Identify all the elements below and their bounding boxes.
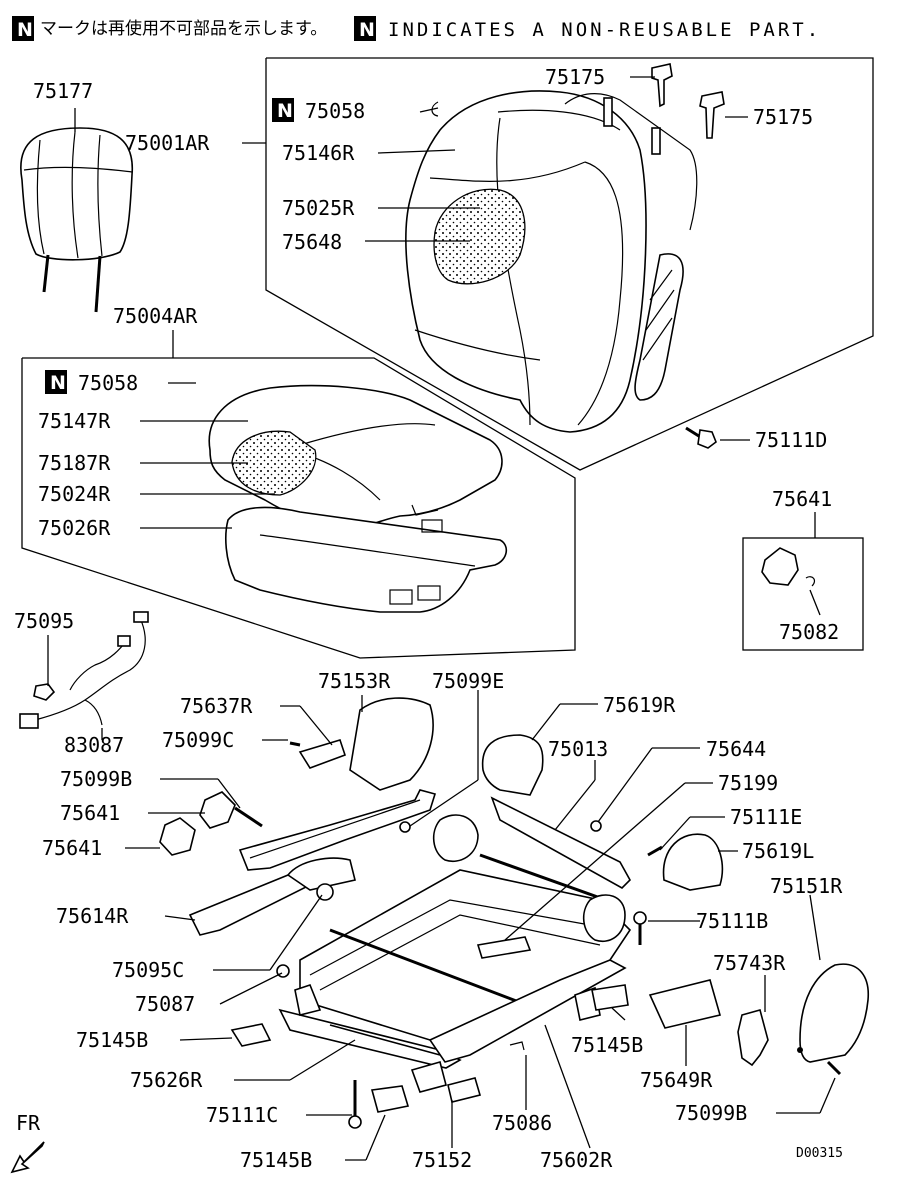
callout-75649r: 75649R bbox=[640, 1068, 713, 1092]
front-arrow-icon bbox=[10, 1141, 45, 1174]
callout-75024r: 75024R bbox=[38, 482, 111, 506]
callout-75641-c: 75641 bbox=[42, 836, 102, 860]
callout-75058-back: 75058 bbox=[305, 99, 365, 123]
callout-75099b-b: 75099B bbox=[675, 1101, 747, 1125]
callout-75099b: 75099B bbox=[60, 767, 132, 791]
callout-75175-a: 75175 bbox=[545, 65, 605, 89]
callout-75111b: 75111B bbox=[696, 909, 768, 933]
callout-75153r: 75153R bbox=[318, 669, 391, 693]
callout-75099e: 75099E bbox=[432, 669, 504, 693]
callout-75626r: 75626R bbox=[130, 1068, 203, 1092]
seatback-drawing bbox=[405, 90, 698, 433]
callout-75026r: 75026R bbox=[38, 516, 111, 540]
callout-75111d: 75111D bbox=[755, 428, 827, 452]
diagram-id: D00315 bbox=[796, 1146, 843, 1161]
callout-75147r: 75147R bbox=[38, 409, 111, 433]
callout-75187r: 75187R bbox=[38, 451, 111, 475]
callout-75619l: 75619L bbox=[742, 839, 814, 863]
wire-harness-drawing bbox=[19, 611, 149, 729]
n-symbol-icon-2 bbox=[354, 16, 376, 41]
bolt-75111d-drawing bbox=[685, 426, 717, 449]
n-symbol-icon bbox=[12, 16, 34, 41]
callout-75641-kit: 75641 bbox=[772, 487, 832, 511]
callout-75099c: 75099C bbox=[162, 728, 234, 752]
leader-lines bbox=[47, 76, 836, 1161]
cover-parts-drawing bbox=[481, 734, 724, 891]
callout-75619r: 75619R bbox=[603, 693, 676, 717]
callout-75086: 75086 bbox=[492, 1111, 552, 1135]
n-symbol-icon-4 bbox=[45, 370, 67, 394]
clip-kit-drawing bbox=[761, 547, 816, 587]
seatback-group-box bbox=[265, 57, 874, 471]
callout-75004ar: 75004AR bbox=[113, 304, 198, 328]
callout-75641-b: 75641 bbox=[60, 801, 120, 825]
callout-75199: 75199 bbox=[718, 771, 778, 795]
callout-83087: 83087 bbox=[64, 733, 124, 757]
pads-drawing bbox=[230, 984, 629, 1113]
callout-75145b-c: 75145B bbox=[240, 1148, 312, 1172]
side-shield-drawing bbox=[797, 963, 870, 1063]
headrest-drawing bbox=[20, 108, 134, 313]
callout-75648: 75648 bbox=[282, 230, 342, 254]
cushion-drawing bbox=[208, 384, 508, 613]
notice-english: INDICATES A NON-REUSABLE PART. bbox=[388, 19, 821, 41]
callout-75058-cushion: 75058 bbox=[78, 371, 138, 395]
callout-75095c: 75095C bbox=[112, 958, 184, 982]
callout-75111e: 75111E bbox=[730, 805, 802, 829]
callout-75082: 75082 bbox=[779, 620, 839, 644]
legend-header: N マークは再使用不可部品を示します。 N INDICATES A NON-RE… bbox=[12, 16, 821, 41]
callout-75644: 75644 bbox=[706, 737, 766, 761]
callout-75637r: 75637R bbox=[180, 694, 253, 718]
notice-japanese: マークは再使用不可部品を示します。 bbox=[40, 18, 327, 39]
n-symbol-letter-4: N bbox=[50, 372, 66, 394]
n-symbol-icon-3 bbox=[272, 98, 294, 122]
callout-75087: 75087 bbox=[135, 992, 195, 1016]
callout-75743r: 75743R bbox=[713, 951, 786, 975]
n-symbol-letter-2: N bbox=[359, 19, 375, 41]
callout-75175-b: 75175 bbox=[753, 105, 813, 129]
callout-75145b-b: 75145B bbox=[571, 1033, 643, 1057]
n-symbol-letter: N bbox=[17, 19, 33, 41]
spare-kit-box bbox=[742, 537, 864, 651]
small-parts-drawing bbox=[447, 1041, 525, 1103]
seat-frame-drawing bbox=[159, 697, 632, 1093]
headrest-guide-parts bbox=[651, 63, 725, 139]
front-direction-indicator: FR bbox=[10, 1111, 45, 1174]
callout-75602r: 75602R bbox=[540, 1148, 613, 1172]
callout-75025r: 75025R bbox=[282, 196, 355, 220]
callout-75151r: 75151R bbox=[770, 874, 843, 898]
callout-75177: 75177 bbox=[33, 79, 93, 103]
callout-75152: 75152 bbox=[412, 1148, 472, 1172]
callout-75001ar: 75001AR bbox=[125, 131, 210, 155]
callout-75145b-a: 75145B bbox=[76, 1028, 148, 1052]
callout-75111c: 75111C bbox=[206, 1103, 278, 1127]
cushion-group-box bbox=[21, 357, 576, 659]
callout-75614r: 75614R bbox=[56, 904, 129, 928]
buckle-drawing bbox=[648, 979, 769, 1067]
callout-75013: 75013 bbox=[548, 737, 608, 761]
callout-labels: 75177 75001AR N 75058 75146R 75025R 7564… bbox=[14, 65, 843, 1172]
callout-75095: 75095 bbox=[14, 609, 74, 633]
n-symbol-letter-3: N bbox=[277, 100, 293, 122]
callout-75146r: 75146R bbox=[282, 141, 355, 165]
front-label: FR bbox=[16, 1111, 41, 1135]
